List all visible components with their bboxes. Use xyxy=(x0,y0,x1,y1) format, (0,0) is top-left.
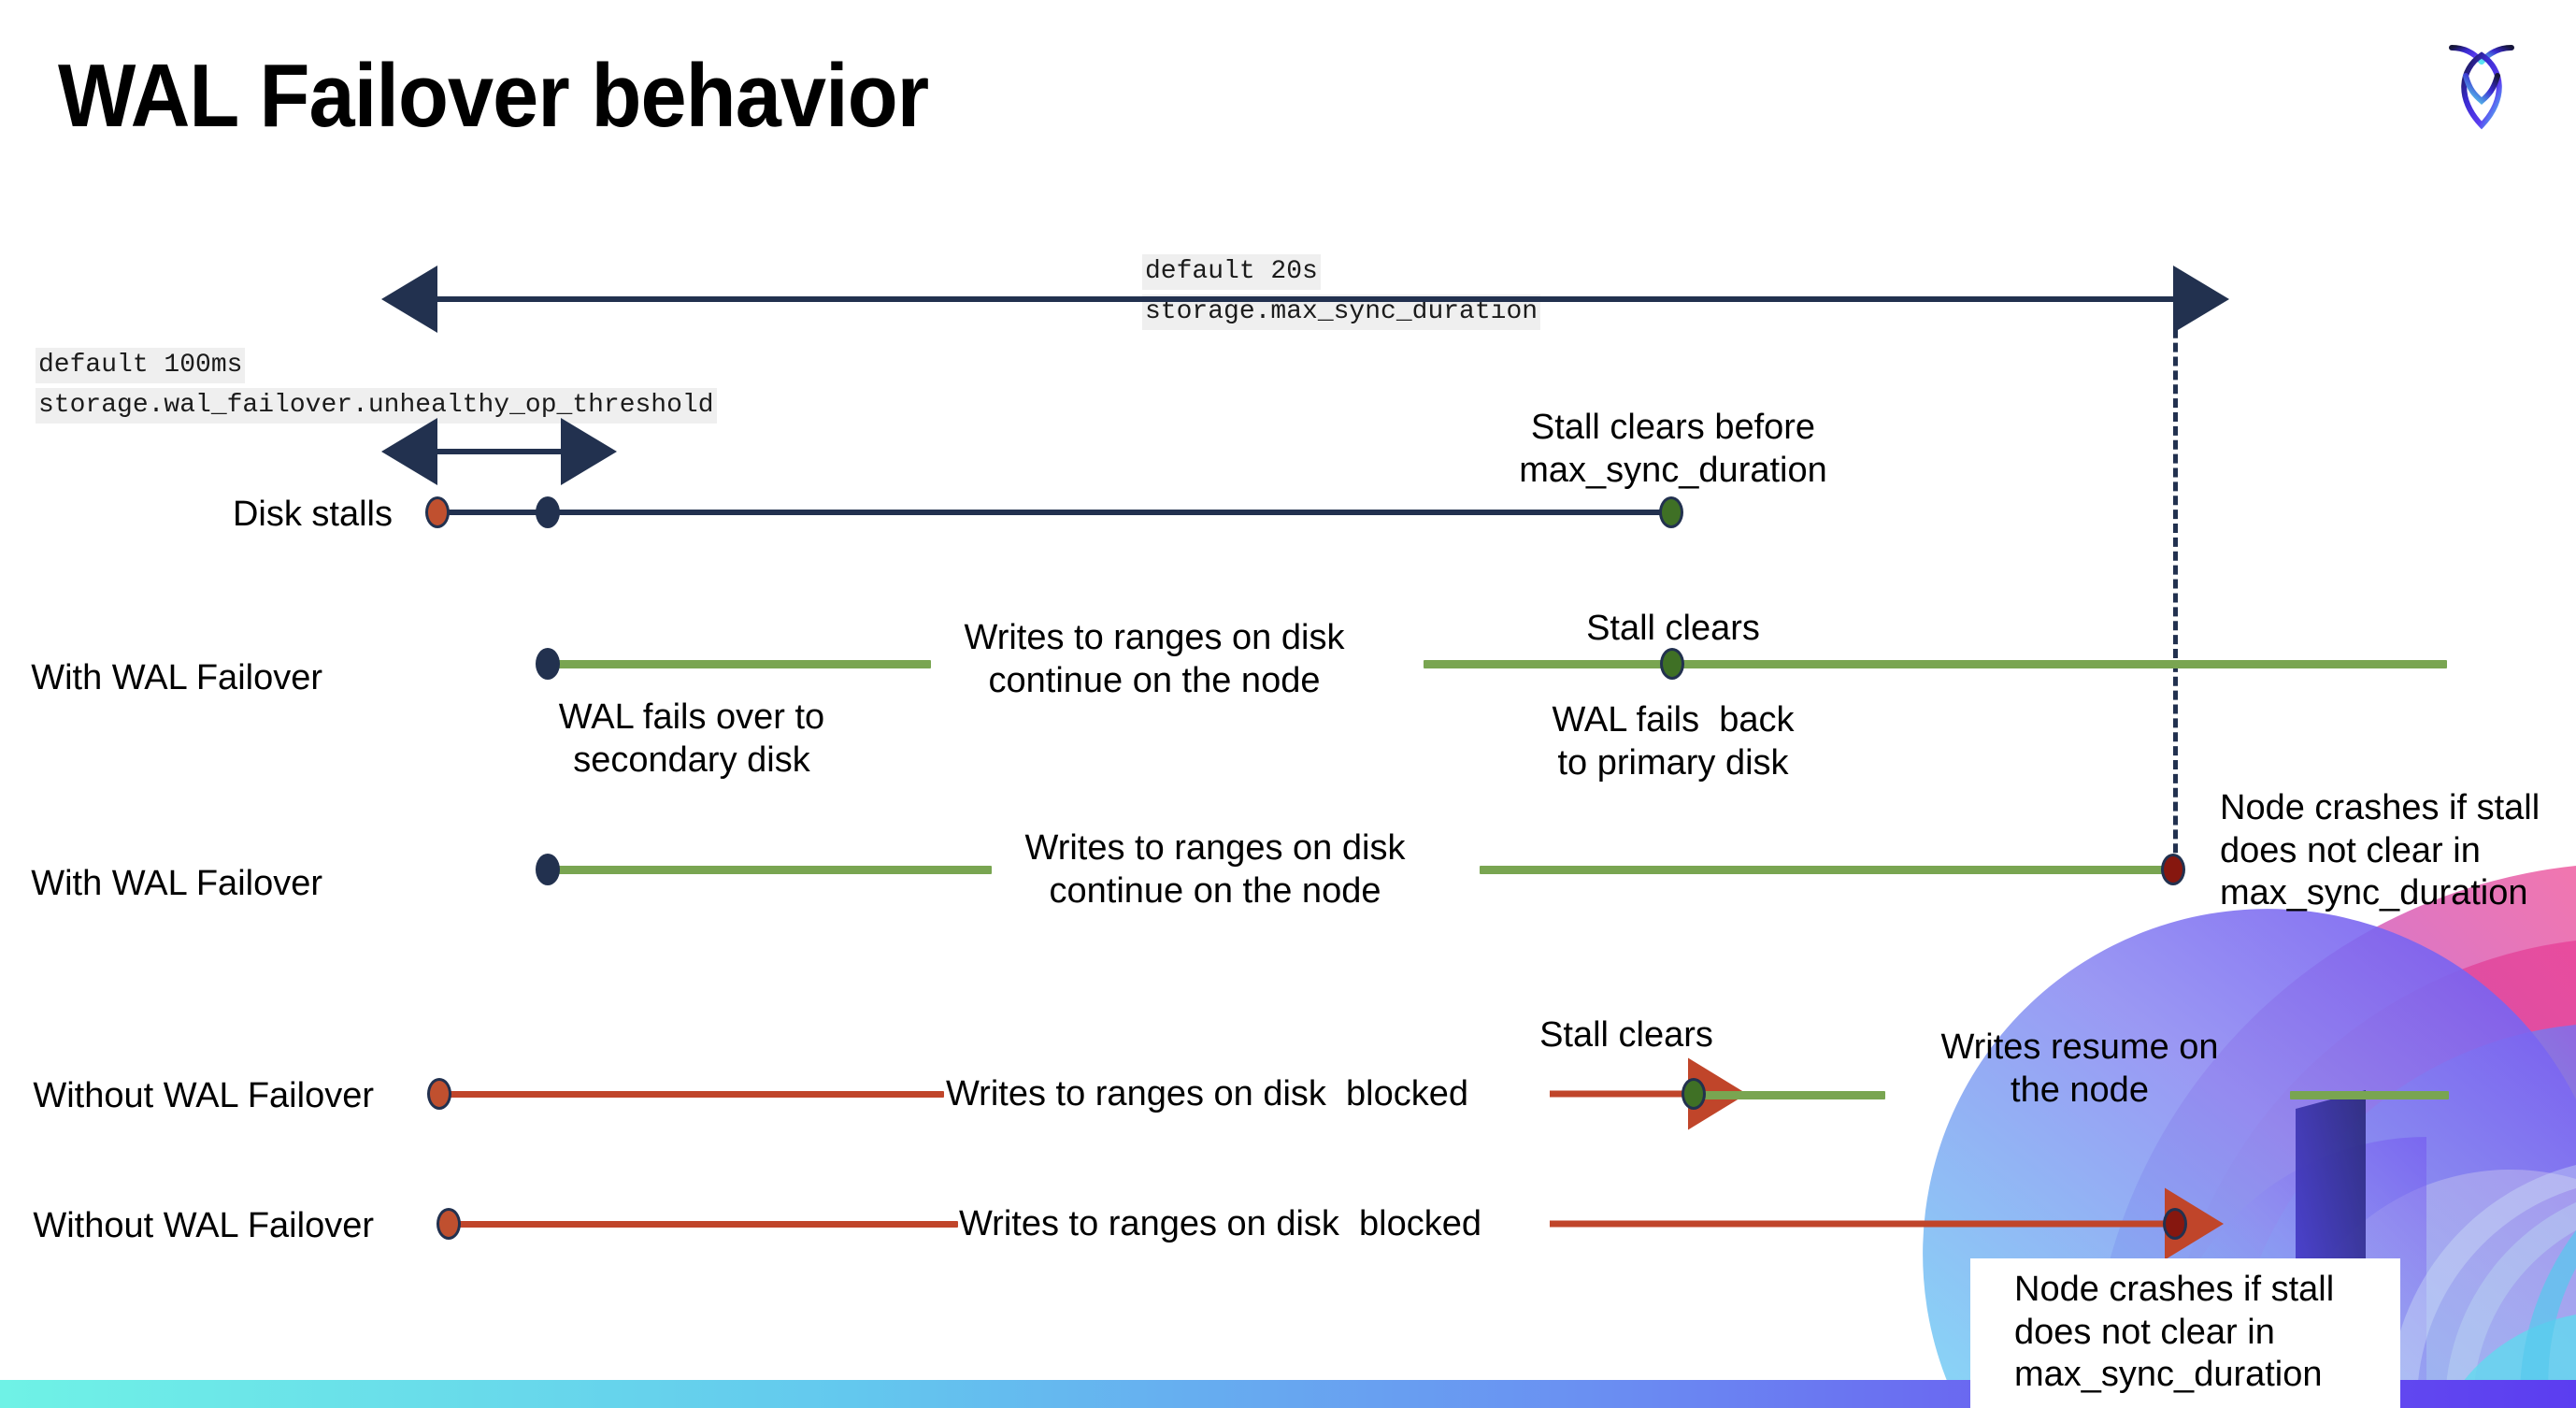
row2-end-note: WAL fails back to primary disk xyxy=(1552,700,1795,783)
row-label-without-wal-failover-crash: Without WAL Failover xyxy=(33,1206,374,1245)
row5-crash-callout-box xyxy=(1970,1258,2400,1408)
row4-red-segment xyxy=(439,1091,944,1098)
row2-failover-dot xyxy=(536,648,560,680)
row5-node-crash-dot xyxy=(2163,1208,2187,1240)
row2-green-segment-left xyxy=(548,660,931,668)
page-title: WAL Failover behavior xyxy=(58,46,929,146)
row-label-with-wal-failover-clears: With WAL Failover xyxy=(31,658,322,697)
cockroachdb-logo xyxy=(2421,24,2542,146)
row4-clear-note: Stall clears xyxy=(1539,1015,1713,1055)
row-label-disk-stalls: Disk stalls xyxy=(232,495,393,534)
row5-stall-start-dot xyxy=(436,1208,461,1240)
row2-green-segment-right xyxy=(1424,660,2447,668)
max-sync-name-chip: storage.max_sync_duration xyxy=(1142,295,1541,330)
unhealthy-op-name-chip: storage.wal_failover.unhealthy_op_thresh… xyxy=(36,388,717,424)
disk-stall-failover-dot xyxy=(536,496,560,528)
max-sync-duration-guide-line xyxy=(2173,301,2178,881)
row5-red-segment xyxy=(449,1221,958,1228)
unhealthy-op-default-chip: default 100ms xyxy=(36,348,246,383)
disk-stall-clear-dot xyxy=(1659,496,1683,528)
row4-stall-start-dot xyxy=(427,1078,451,1110)
row2-mid-note: Writes to ranges on disk continue on the… xyxy=(964,618,1345,700)
row-label-with-wal-failover-crash: With WAL Failover xyxy=(31,864,322,903)
row5-mid-note: Writes to ranges on disk blocked xyxy=(959,1204,1482,1243)
row2-stall-clear-dot xyxy=(1660,648,1684,680)
row5-crash-note: Node crashes if stall does not clear in … xyxy=(2014,1270,2335,1395)
row4-green-resume-segment xyxy=(2290,1091,2449,1099)
row4-mid-note: Writes to ranges on disk blocked xyxy=(946,1074,1469,1113)
disk-stalls-timeline xyxy=(437,510,1671,515)
row2-start-note: WAL fails over to secondary disk xyxy=(558,697,825,780)
row4-green-segment xyxy=(1694,1091,1885,1099)
row4-stall-clear-dot xyxy=(1682,1078,1706,1110)
row3-crash-note: Node crashes if stall does not clear in … xyxy=(2220,788,2540,913)
row3-green-segment-right xyxy=(1480,866,2176,874)
max-sync-default-chip: default 20s xyxy=(1142,254,1321,290)
row3-mid-note: Writes to ranges on disk continue on the… xyxy=(1024,828,1406,911)
row2-clear-note: Stall clears xyxy=(1586,609,1760,648)
row4-resume-note: Writes resume on the node xyxy=(1940,1027,2219,1110)
row3-green-segment-left xyxy=(548,866,992,874)
row-label-without-wal-failover-clears: Without WAL Failover xyxy=(33,1076,374,1115)
disk-stalls-clear-note: Stall clears before max_sync_duration xyxy=(1519,408,1827,490)
disk-stall-start-dot xyxy=(425,496,450,528)
row3-failover-dot xyxy=(536,854,560,885)
row3-node-crash-dot xyxy=(2161,854,2185,885)
